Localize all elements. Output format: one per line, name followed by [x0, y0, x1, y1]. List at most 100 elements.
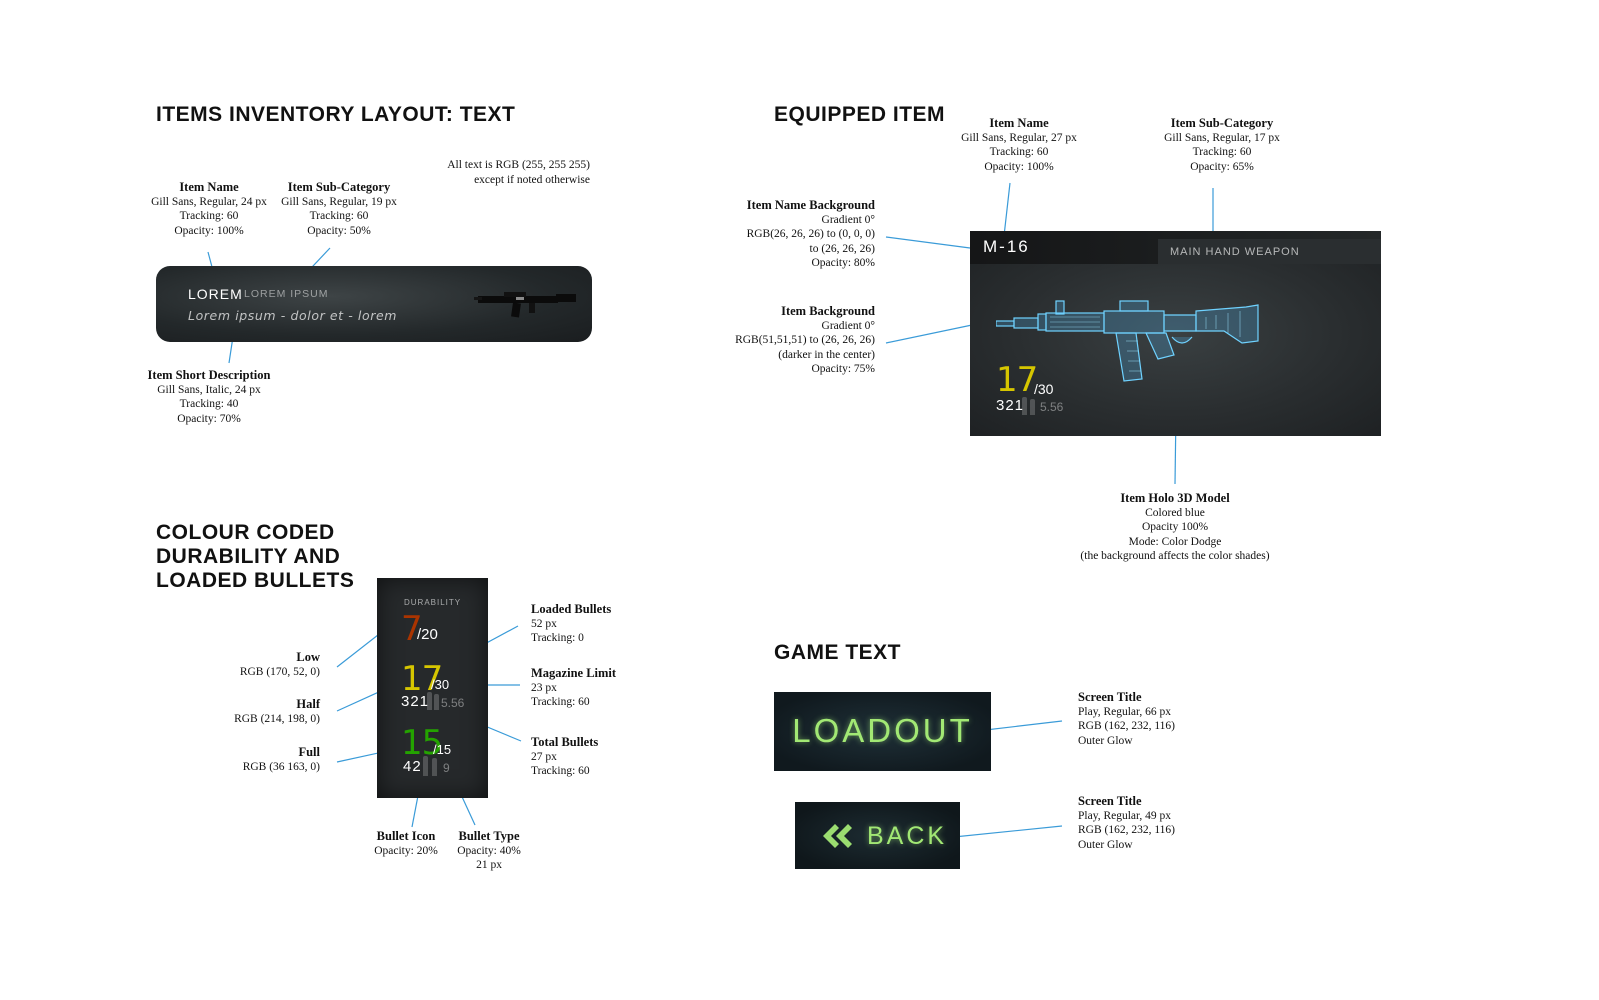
note-title: Magazine Limit	[531, 666, 617, 680]
note-line: to (26, 26, 26)	[809, 242, 875, 255]
note-title: Low	[296, 650, 320, 664]
low-loaded-bullets: 7	[401, 609, 423, 649]
durability-heading-1: COLOUR CODED	[156, 521, 335, 544]
note-line: 21 px	[476, 859, 502, 871]
loadout-title-banner: LOADOUT	[774, 692, 991, 771]
low-note: Low RGB (170, 52, 0)	[220, 650, 320, 679]
total-bullets-note: Total Bullets 27 px Tracking: 60	[531, 735, 641, 779]
note-line: RGB(26, 26, 26) to (0, 0, 0)	[746, 228, 875, 240]
item-name-note: Item Name Gill Sans, Regular, 24 px Trac…	[138, 180, 280, 238]
durability-panel: DURABILITY 7 /20 17 /30 321 5.56 15 /15 …	[377, 578, 488, 798]
name-bg-note: Item Name Background Gradient 0° RGB(26,…	[700, 198, 875, 271]
note-title: Bullet Icon	[376, 829, 436, 843]
item-short-description: Lorem ipsum - dolor et - lorem	[188, 308, 398, 323]
note-line: Tracking: 60	[1192, 146, 1252, 158]
note-title: Item Sub-Category	[1170, 116, 1274, 130]
note-line: Gill Sans, Regular, 24 px	[151, 195, 267, 208]
equipped-total-bullets: 321	[996, 397, 1025, 414]
note-title: Loaded Bullets	[531, 602, 612, 616]
note-line: RGB(51,51,51) to (26, 26, 26)	[735, 334, 875, 346]
note-line: Gill Sans, Regular, 17 px	[1164, 131, 1280, 144]
equipped-magazine-limit: /30	[1034, 381, 1054, 397]
back-button[interactable]: BACK	[795, 802, 960, 869]
note-title: Item Background	[781, 304, 875, 318]
bullet-icon	[1030, 399, 1035, 415]
note-line: Opacity: 75%	[811, 363, 875, 375]
note-line: Outer Glow	[1078, 838, 1133, 851]
note-line: Tracking: 60	[179, 210, 239, 222]
inventory-item-card[interactable]: LOREM LOREM IPSUM Lorem ipsum - dolor et…	[156, 266, 592, 342]
double-chevron-left-icon	[823, 824, 852, 848]
equipped-loaded-bullets: 17	[996, 360, 1038, 400]
half-note: Half RGB (214, 198, 0)	[220, 697, 320, 726]
note-line: Opacity: 100%	[174, 224, 244, 237]
note-line: Tracking: 60	[989, 146, 1049, 158]
note-line: Tracking: 40	[179, 398, 239, 410]
rifle-thumbnail-icon	[474, 292, 576, 318]
equipped-bullet-type: 5.56	[1040, 400, 1064, 414]
equipped-item-card[interactable]: M-16 MAIN HAND WEAPON 17 /30 321 5.56	[970, 231, 1381, 436]
durability-heading-3: LOADED BULLETS	[156, 569, 355, 592]
note-line: Opacity: 70%	[177, 412, 241, 425]
note-line: Opacity: 20%	[374, 844, 438, 857]
note-title: Item Short Description	[147, 368, 271, 382]
leader-item-bg	[885, 324, 973, 344]
inventory-heading: ITEMS INVENTORY LAYOUT: TEXT	[156, 103, 516, 126]
loadout-title: LOADOUT	[792, 712, 973, 749]
bullet-icon	[434, 694, 439, 710]
note-line: (the background affects the color shades…	[1080, 550, 1270, 562]
note-line: Opacity: 65%	[1190, 160, 1254, 173]
leader-back	[943, 825, 1063, 839]
bullet-icon-note: Bullet Icon Opacity: 20%	[360, 829, 452, 858]
note-line: Opacity: 80%	[811, 257, 875, 269]
note-line: Tracking: 60	[531, 696, 590, 708]
item-sub-background	[1158, 239, 1381, 264]
note-line: RGB (162, 232, 116)	[1078, 824, 1176, 836]
holo-rifle-model-icon	[996, 300, 1259, 382]
note-title: Screen Title	[1078, 690, 1142, 704]
leader-equip-name	[1003, 182, 1011, 237]
note-line: Gill Sans, Italic, 24 px	[157, 383, 261, 396]
global-text-note: All text is RGB (255, 255 255) except if…	[420, 158, 590, 187]
note-line: Colored blue	[1145, 506, 1205, 519]
note-line: Tracking: 60	[531, 765, 590, 777]
half-magazine-limit: /30	[431, 677, 450, 692]
durability-label: DURABILITY	[404, 598, 462, 607]
item-desc-note: Item Short Description Gill Sans, Italic…	[130, 368, 288, 426]
note-line: RGB (36 163, 0)	[242, 760, 320, 773]
equip-sub-note: Item Sub-Category Gill Sans, Regular, 17…	[1148, 116, 1296, 174]
equipped-heading: EQUIPPED ITEM	[774, 103, 946, 126]
note-line: (darker in the center)	[778, 348, 875, 361]
global-note-line: except if noted otherwise	[474, 173, 590, 186]
note-line: Tracking: 60	[309, 210, 369, 222]
bullet-icon	[427, 692, 432, 710]
note-line: 52 px	[531, 617, 557, 630]
half-total-bullets: 321	[401, 693, 430, 710]
back-note: Screen Title Play, Regular, 49 px RGB (1…	[1078, 794, 1228, 852]
note-title: Item Holo 3D Model	[1120, 491, 1230, 505]
full-magazine-limit: /15	[433, 742, 452, 757]
note-line: Gill Sans, Regular, 27 px	[961, 131, 1077, 144]
note-title: Half	[296, 697, 320, 711]
magazine-limit-note: Magazine Limit 23 px Tracking: 60	[531, 666, 641, 710]
note-line: 27 px	[531, 750, 557, 763]
note-line: Opacity: 50%	[307, 224, 371, 237]
note-line: Tracking: 0	[531, 632, 584, 644]
game-text-heading: GAME TEXT	[774, 641, 902, 664]
item-sub-note: Item Sub-Category Gill Sans, Regular, 19…	[268, 180, 410, 238]
full-loaded-bullets: 15	[401, 723, 443, 763]
note-line: Gradient 0°	[821, 319, 875, 332]
note-title: Total Bullets	[531, 735, 599, 749]
item-name: LOREM	[188, 286, 243, 302]
bullet-icon	[1022, 397, 1027, 415]
note-title: Item Name	[179, 180, 239, 194]
holo-model-note: Item Holo 3D Model Colored blue Opacity …	[1060, 491, 1290, 564]
bullet-type-note: Bullet Type Opacity: 40% 21 px	[444, 829, 534, 873]
note-line: Opacity: 40%	[457, 844, 521, 857]
note-line: Gradient 0°	[821, 213, 875, 226]
low-magazine-limit: /20	[417, 626, 438, 643]
note-title: Full	[298, 745, 320, 759]
durability-heading-2: DURABILITY AND	[156, 545, 341, 568]
half-bullet-type: 5.56	[441, 696, 465, 710]
note-title: Item Name	[989, 116, 1049, 130]
